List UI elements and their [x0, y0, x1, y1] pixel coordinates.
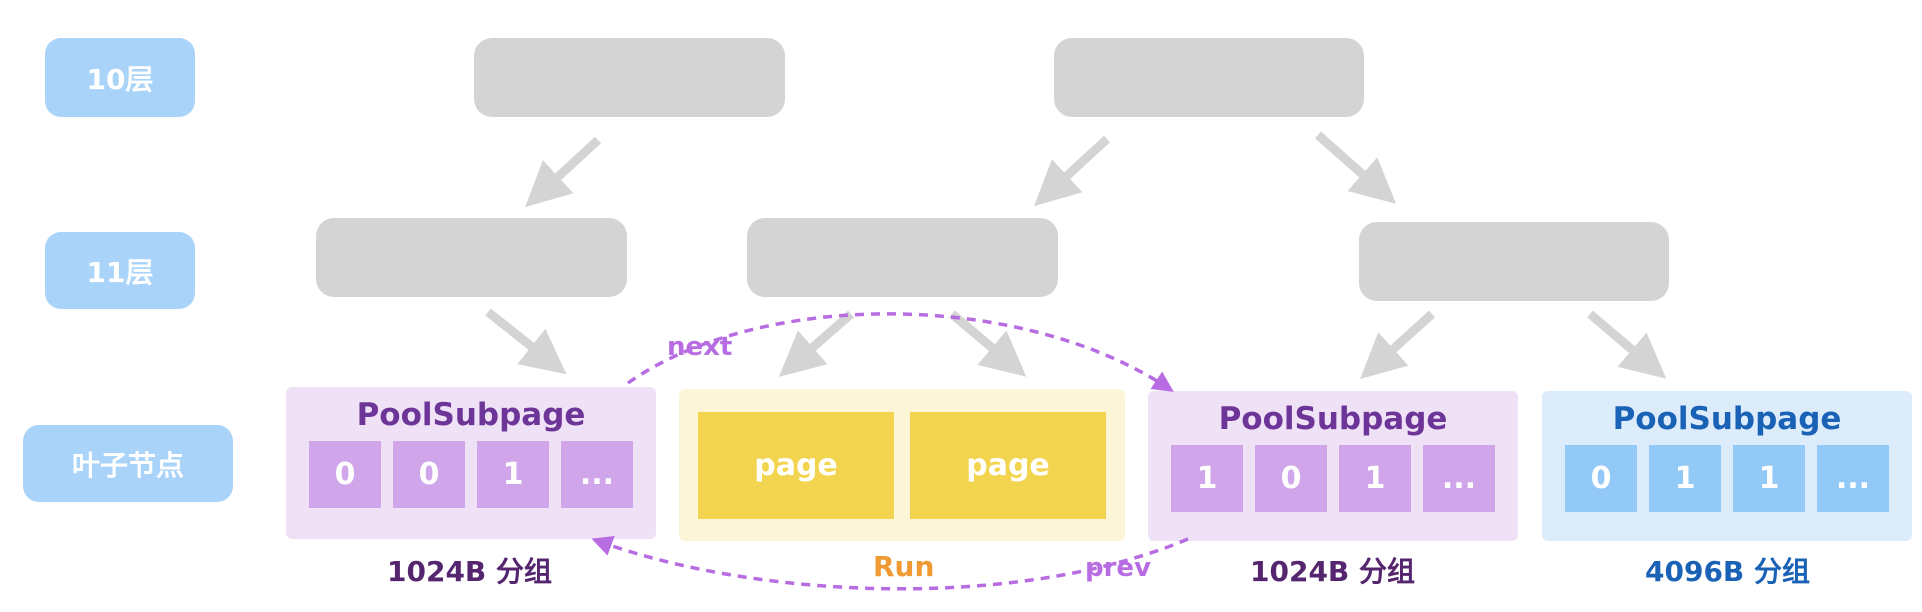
leaf-level-label: 叶子节点	[23, 425, 233, 502]
bitmap-cell: 1	[477, 441, 549, 508]
bitmap-cells: 0 1 1 ...	[1565, 445, 1889, 512]
pool-subpage-4096: PoolSubpage 0 1 1 ...	[1542, 391, 1912, 541]
level-10-label: 10层	[45, 38, 195, 117]
group-caption-1024-b: 1024B 分组	[1250, 555, 1416, 588]
next-link-arrow	[626, 312, 1174, 392]
tree-arrow	[778, 310, 854, 377]
bitmap-cells: 0 0 1 ...	[309, 441, 633, 508]
page-block-2: page	[910, 412, 1106, 519]
bitmap-cell: 1	[1339, 445, 1411, 512]
tree-node-l10-right	[1054, 38, 1364, 117]
tree-node-l11-left	[316, 218, 627, 297]
tree-arrow	[485, 308, 567, 375]
bitmap-cell: 1	[1733, 445, 1805, 512]
bitmap-cell: 1	[1171, 445, 1243, 512]
group-caption-4096: 4096B 分组	[1645, 555, 1811, 588]
tree-arrow	[525, 136, 602, 208]
bitmap-cell: 0	[1565, 445, 1637, 512]
pool-subpage-title: PoolSubpage	[1612, 401, 1842, 437]
bitmap-cells: 1 0 1 ...	[1171, 445, 1495, 512]
bitmap-cell: 0	[393, 441, 465, 508]
tree-arrow	[1359, 310, 1436, 380]
bitmap-cell: ...	[561, 441, 633, 508]
bitmap-cell: 1	[1649, 445, 1721, 512]
bitmap-cell: ...	[1817, 445, 1889, 512]
bitmap-cell: 0	[1255, 445, 1327, 512]
pool-subpage-1024-a: PoolSubpage 0 0 1 ...	[286, 387, 656, 539]
tree-arrow	[1034, 135, 1111, 207]
tree-node-l11-middle	[747, 218, 1058, 297]
tree-arrow	[949, 310, 1027, 377]
bitmap-cell: ...	[1423, 445, 1495, 512]
tree-arrow	[1587, 310, 1667, 379]
bitmap-cell: 0	[309, 441, 381, 508]
group-caption-1024-a: 1024B 分组	[387, 555, 553, 588]
page-block-1: page	[698, 412, 894, 519]
tree-node-l10-left	[474, 38, 785, 117]
tree-arrow	[1315, 131, 1397, 204]
pool-subpage-1024-b: PoolSubpage 1 0 1 ...	[1148, 391, 1518, 541]
prev-link-arrow	[591, 535, 1189, 591]
pool-subpage-title: PoolSubpage	[1218, 401, 1448, 437]
level-11-label: 11层	[45, 232, 195, 309]
pool-subpage-title: PoolSubpage	[356, 397, 586, 433]
tree-node-l11-right	[1359, 222, 1669, 301]
run-caption: Run	[873, 550, 935, 583]
